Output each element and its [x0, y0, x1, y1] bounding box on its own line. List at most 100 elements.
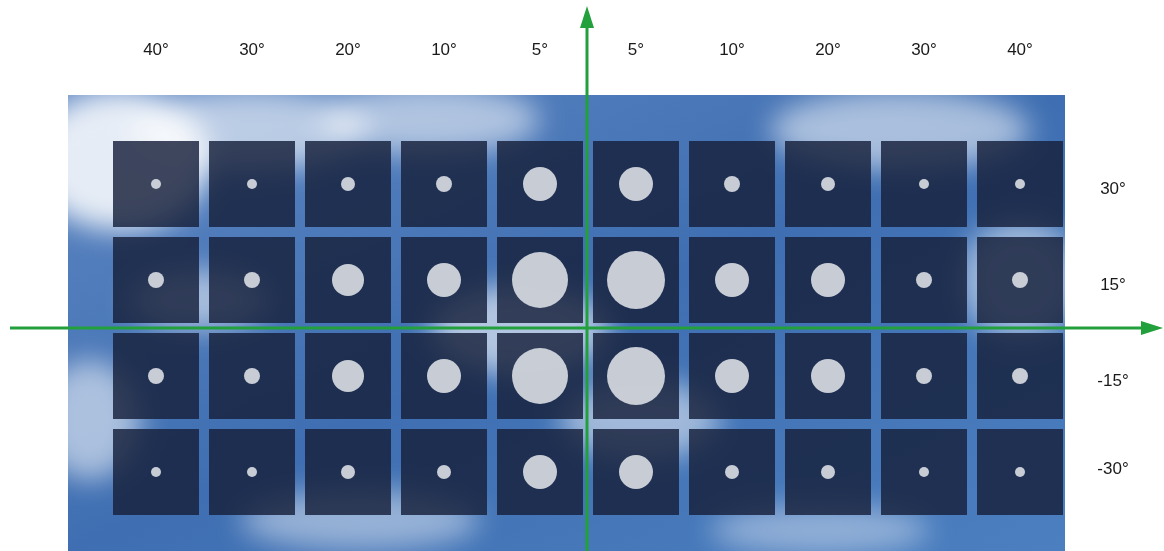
- field-square: [497, 141, 583, 227]
- field-square: [593, 141, 679, 227]
- field-square: [977, 429, 1063, 515]
- vertical-angle-label: -30°: [1097, 460, 1128, 479]
- field-square: [305, 333, 391, 419]
- axis-arrowhead: [580, 6, 594, 28]
- stimulus-dot: [1015, 179, 1025, 189]
- horizontal-angle-label: 40°: [1007, 41, 1033, 60]
- horizontal-angle-label: 10°: [431, 41, 457, 60]
- vertical-angle-label: 30°: [1100, 180, 1126, 199]
- field-square: [881, 237, 967, 323]
- stimulus-dot: [436, 176, 452, 192]
- field-square: [689, 333, 775, 419]
- field-square: [305, 429, 391, 515]
- stimulus-dot: [247, 467, 257, 477]
- field-square: [689, 237, 775, 323]
- stimulus-dot: [427, 359, 461, 393]
- stimulus-dot: [247, 179, 257, 189]
- field-square: [113, 141, 199, 227]
- field-square: [785, 141, 871, 227]
- field-square: [209, 333, 295, 419]
- stimulus-dot: [715, 359, 749, 393]
- horizontal-angle-label: 40°: [143, 41, 169, 60]
- stimulus-dot: [1012, 368, 1028, 384]
- stimulus-dot: [916, 368, 932, 384]
- stimulus-dot: [341, 465, 355, 479]
- stimulus-dot: [244, 272, 260, 288]
- sky: [68, 95, 1065, 551]
- field-square: [209, 237, 295, 323]
- stimulus-dot: [148, 368, 164, 384]
- field-square: [497, 333, 583, 419]
- horizontal-angle-label: 20°: [335, 41, 361, 60]
- axes: [10, 6, 1163, 551]
- field-square: [689, 429, 775, 515]
- horizontal-angle-label: 20°: [815, 41, 841, 60]
- stimulus-dot: [919, 179, 929, 189]
- vertical-angle-label: -15°: [1097, 372, 1128, 391]
- stimulus-dot: [919, 467, 929, 477]
- field-square: [113, 429, 199, 515]
- field-square: [977, 237, 1063, 323]
- clouds: [68, 95, 1065, 551]
- stimulus-dot: [427, 263, 461, 297]
- stimulus-dot: [523, 167, 557, 201]
- stimulus-dot: [821, 465, 835, 479]
- horizontal-angle-label: 30°: [239, 41, 265, 60]
- stimulus-dot: [148, 272, 164, 288]
- field-square: [785, 333, 871, 419]
- horizontal-angle-label: 10°: [719, 41, 745, 60]
- stimulus-dot: [619, 455, 653, 489]
- field-square: [881, 141, 967, 227]
- vertical-axis: [586, 26, 589, 551]
- stimulus-dot: [607, 347, 665, 405]
- field-square: [401, 429, 487, 515]
- field-square: [689, 141, 775, 227]
- field-square: [881, 333, 967, 419]
- stimulus-dot: [332, 360, 364, 392]
- field-square: [209, 429, 295, 515]
- field-square: [497, 429, 583, 515]
- stimulus-dot: [341, 177, 355, 191]
- field-square: [113, 333, 199, 419]
- axis-arrowhead: [1141, 321, 1163, 335]
- stimulus-dot: [151, 467, 161, 477]
- stimulus-dot: [811, 359, 845, 393]
- field-square: [593, 333, 679, 419]
- stimulus-dot: [916, 272, 932, 288]
- horizontal-angle-label: 5°: [628, 41, 644, 60]
- stimulus-dot: [512, 252, 568, 308]
- horizontal-angle-label: 5°: [532, 41, 548, 60]
- field-square: [401, 141, 487, 227]
- horizontal-angle-label: 30°: [911, 41, 937, 60]
- field-square: [401, 237, 487, 323]
- stimulus-dot: [607, 251, 665, 309]
- stimulus-dot: [715, 263, 749, 297]
- field-square: [593, 429, 679, 515]
- field-square: [305, 141, 391, 227]
- field-square: [497, 237, 583, 323]
- stimulus-dot: [151, 179, 161, 189]
- field-square: [209, 141, 295, 227]
- stimulus-dot: [1015, 467, 1025, 477]
- field-square: [593, 237, 679, 323]
- stimulus-dot: [332, 264, 364, 296]
- field-square: [305, 237, 391, 323]
- field-square: [977, 141, 1063, 227]
- horizontal-axis: [10, 327, 1142, 330]
- vertical-angle-label: 15°: [1100, 276, 1126, 295]
- stimulus-dot: [1012, 272, 1028, 288]
- stimulus-dot: [244, 368, 260, 384]
- stimulus-dot: [437, 465, 451, 479]
- field-square: [113, 237, 199, 323]
- stimulus-dot: [821, 177, 835, 191]
- field-square: [785, 237, 871, 323]
- field-square: [977, 333, 1063, 419]
- stimulus-dot: [724, 176, 740, 192]
- sky-photo: [30, 85, 1080, 551]
- stimulus-dot: [512, 348, 568, 404]
- field-square: [785, 429, 871, 515]
- stimulus-dot: [523, 455, 557, 489]
- field-square: [401, 333, 487, 419]
